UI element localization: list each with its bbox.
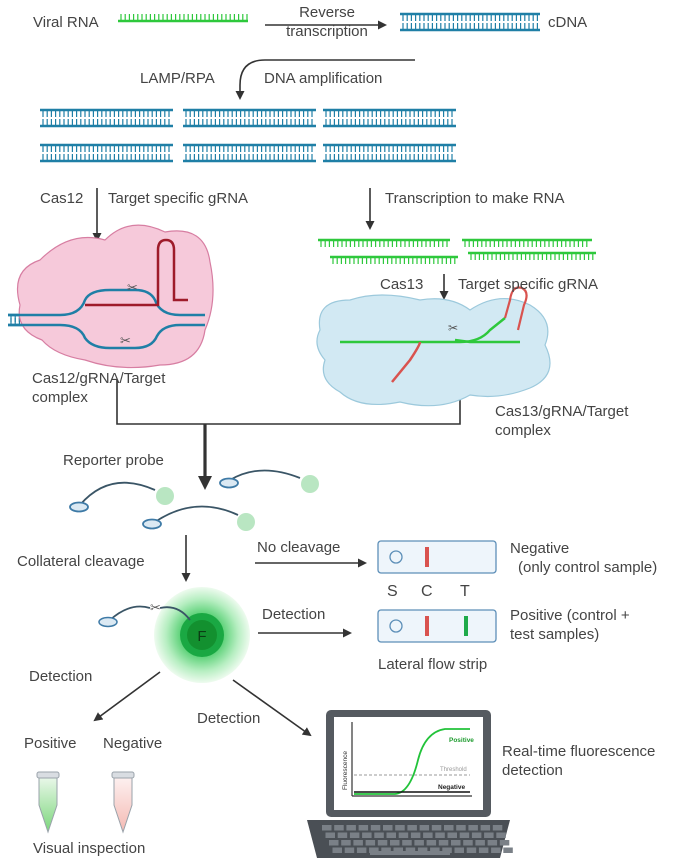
flow-arrows (92, 20, 461, 737)
amplicon-1b-top (40, 143, 173, 152)
realtime-fluorescence-label: Real-time fluorescence detection (502, 743, 655, 781)
amplicon-2a-top (183, 108, 316, 117)
detection-left-label: Detection (29, 668, 93, 685)
amplicon-3a-top (323, 108, 456, 117)
tube-negative-label: Negative (103, 735, 163, 752)
tube-positive-label: Positive (24, 735, 77, 752)
viral-rna-label: Viral RNA (33, 14, 99, 31)
positive-strip-line2: test samples) (510, 625, 600, 643)
arrow-detection-mid (232, 679, 312, 737)
reporter-probe-label: Reporter probe (63, 452, 164, 469)
strip-letter-s: S (387, 583, 398, 600)
cdna-strand-bottom (400, 23, 540, 32)
amplicon-3b-top (323, 143, 456, 152)
detection-mid-label: Detection (197, 710, 261, 727)
strip-letter-c: C (421, 583, 433, 600)
positive-strip-label: Positive (control + test samples) (510, 607, 630, 645)
amplicon-3b-bottom (323, 154, 456, 163)
laptop-icon: Positive Threshold Negative Fluorescence (307, 710, 513, 858)
cas12-complex-label: Cas12/gRNA/Target complex (32, 370, 165, 408)
negative-strip-line2: (only control sample) (518, 558, 658, 576)
amplicon-2b-bottom (183, 154, 316, 163)
lamp-rpa-label: LAMP/RPA (140, 70, 215, 87)
negative-strip-line1: Negative (510, 540, 570, 557)
strip-test-line (464, 616, 468, 636)
rna-transcript-2 (330, 255, 458, 264)
cas12-complex-line2: complex (32, 388, 88, 406)
cdna-label: cDNA (548, 14, 588, 31)
arrow-detection-left (93, 671, 161, 722)
cas12-label: Cas12 (40, 190, 84, 207)
amplicon-2b-top (183, 143, 316, 152)
scissors-icon: ✂ (448, 321, 458, 335)
scissors-icon: ✂ (150, 600, 161, 615)
transcription-rna-label: Transcription to make RNA (385, 190, 565, 207)
detection-strip-label: Detection (262, 606, 326, 623)
tube-negative-icon (111, 771, 135, 834)
graph-ylabel: Fluorescence (342, 751, 349, 790)
no-cleavage-label: No cleavage (257, 539, 341, 556)
realtime-line1: Real-time fluorescence (502, 743, 656, 760)
lateral-flow-label: Lateral flow strip (378, 656, 488, 673)
cas12-grna-label: Target specific gRNA (108, 190, 249, 207)
tubes (36, 771, 135, 834)
keyboard (322, 825, 513, 855)
cas13-complex-line1: Cas13/gRNA/Target (495, 403, 629, 420)
tube-positive-icon (36, 771, 60, 834)
cas13-grna-label: Target specific gRNA (458, 276, 599, 293)
visual-inspection-label: Visual inspection (33, 840, 146, 857)
merge-bracket (116, 380, 461, 425)
amplicon-1b-bottom (40, 154, 173, 163)
strip-negative (377, 540, 497, 574)
positive-strip-line1: Positive (control + (510, 607, 630, 624)
rna-transcript-3 (462, 238, 592, 247)
graph-positive-label: Positive (449, 737, 474, 744)
amplicon-1a-top (40, 108, 173, 117)
cas13-complex-line2: complex (495, 421, 551, 439)
strip-control-line (425, 547, 429, 567)
fluorophore-letter: F (197, 628, 206, 645)
cas13-protein (316, 294, 551, 407)
amplicon-1a-bottom (40, 119, 173, 128)
negative-strip-label: Negative (only control sample) (510, 540, 657, 578)
cas12-complex: ✂ ✂ (8, 224, 214, 369)
cas12-protein (16, 224, 214, 369)
cas13-complex: ✂ (316, 286, 551, 407)
fluorescence-signal: ✂ (98, 587, 250, 683)
cas12-complex-line1: Cas12/gRNA/Target (32, 370, 166, 387)
rna-transcript-1 (318, 238, 450, 247)
cas13-label: Cas13 (380, 276, 424, 293)
arrow-dna-amplification (235, 59, 415, 100)
realtime-line2: detection (502, 761, 563, 779)
amplicon-2a-bottom (183, 119, 316, 128)
viral-rna-strand (118, 14, 248, 23)
cas13-complex-label: Cas13/gRNA/Target complex (495, 403, 628, 441)
scissors-icon: ✂ (127, 280, 138, 295)
reverse-transcription-line1: Reverse (299, 4, 355, 21)
graph-threshold-label: Threshold (440, 767, 467, 773)
nucleic-acid-strands (8, 12, 596, 349)
scissors-icon: ✂ (120, 333, 131, 348)
strip-letter-t: T (460, 583, 470, 600)
amplicon-3a-bottom (323, 119, 456, 128)
reverse-transcription-label: Reverse transcription (272, 4, 382, 42)
dna-amplification-label: DNA amplification (264, 70, 383, 87)
collateral-cleavage-label: Collateral cleavage (17, 553, 145, 570)
strip-positive (377, 609, 497, 643)
cdna-strand-top (400, 12, 540, 21)
lateral-flow-strips (377, 540, 497, 643)
rna-transcript-4 (468, 251, 596, 260)
graph-negative-label: Negative (438, 784, 465, 791)
reporter-probes (69, 469, 319, 531)
reverse-transcription-line2: transcription (286, 22, 368, 40)
